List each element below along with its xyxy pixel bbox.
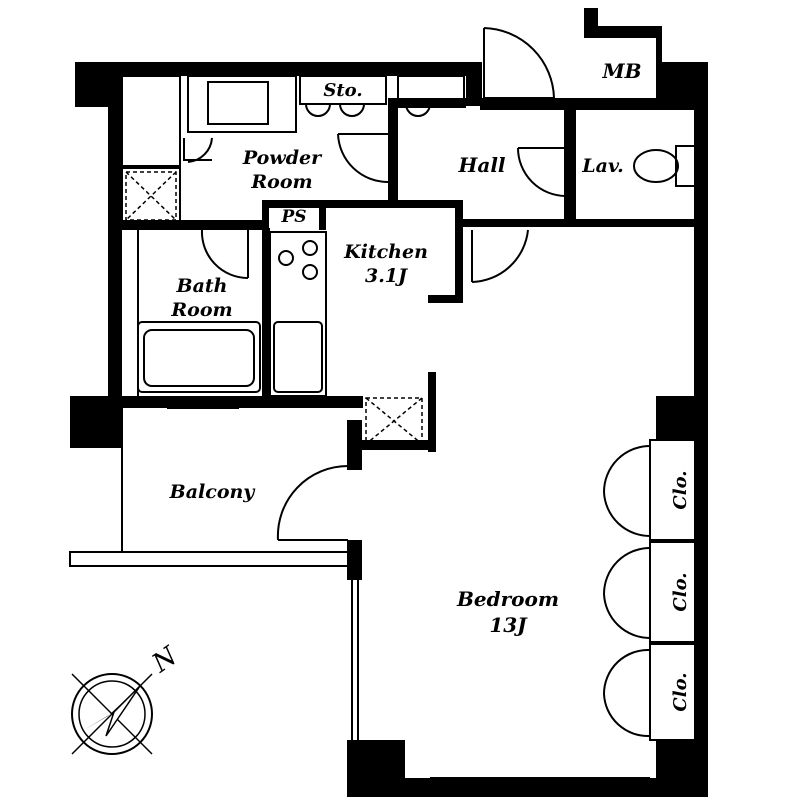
kitchen-label-line1: Kitchen <box>343 241 428 263</box>
kitchen-label-line2: 3.1J <box>365 265 409 287</box>
storage-label: Sto. <box>323 80 362 101</box>
lav-label: Lav. <box>581 155 623 177</box>
door-swings <box>183 27 651 738</box>
balcony-label: Balcony <box>169 481 257 503</box>
compass: N <box>71 640 184 755</box>
hall-label: Hall <box>457 153 505 177</box>
compass-ring <box>71 673 153 755</box>
ps-label: PS <box>280 207 306 227</box>
compass-north-label: N <box>146 640 184 679</box>
closet-label-3: Clo. <box>670 672 691 711</box>
bath-room-label-line2: Room <box>170 299 232 321</box>
closet-label-1: Clo. <box>670 470 691 509</box>
thin-partitions <box>69 75 697 785</box>
closet-label-2: Clo. <box>670 572 691 611</box>
mb-label: MB <box>601 59 641 83</box>
structural-walls <box>70 8 708 797</box>
powder-room-label-line1: Powder <box>242 147 323 169</box>
compass-needle-tail <box>105 685 141 737</box>
bath-room-label-line1: Bath <box>176 275 228 297</box>
shaft-markers <box>125 171 423 445</box>
compass-inner-ring <box>78 680 146 748</box>
bedroom-label-line1: Bedroom <box>456 587 559 611</box>
bedroom-label-line2: 13J <box>489 613 528 637</box>
toilet-icon <box>633 145 697 187</box>
powder-room-label-line2: Room <box>250 171 312 193</box>
stove-burners <box>278 240 318 280</box>
room-labels: MB Sto. Powder Room Hall Lav. PS Kitchen… <box>169 59 691 712</box>
